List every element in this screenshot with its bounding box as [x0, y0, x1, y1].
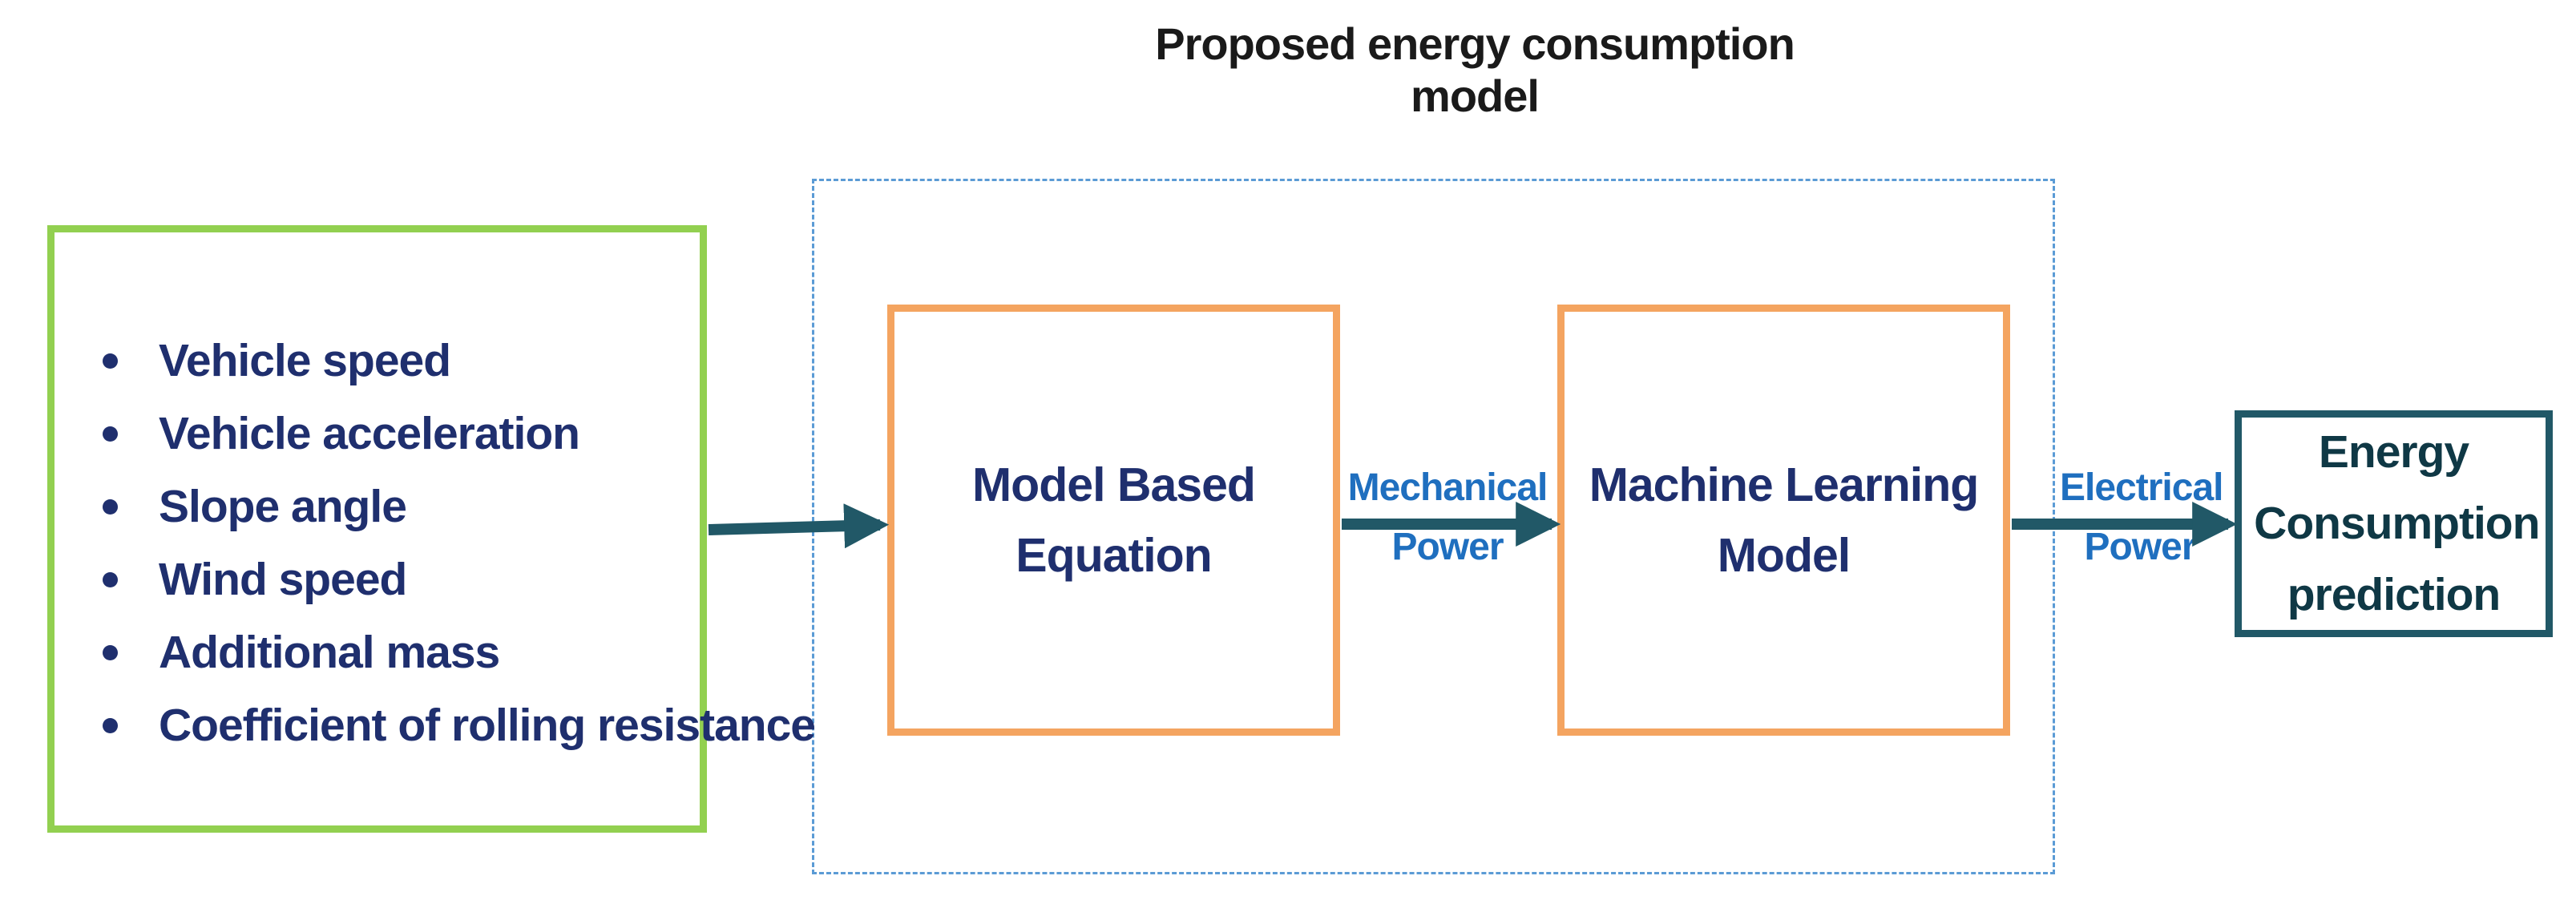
input-item-vehicle-speed: Vehicle speed: [103, 325, 815, 398]
arrow-inputs-to-model: [708, 503, 890, 549]
machine-learning-model-label: Machine Learning Model: [1589, 458, 1980, 582]
input-item-slope-angle: Slope angle: [103, 470, 815, 543]
input-item-label: Vehicle acceleration: [159, 408, 580, 459]
input-item-label: Slope angle: [159, 481, 407, 532]
model-based-equation-label: Model Based Equation: [972, 458, 1256, 582]
bullet-icon: [103, 645, 118, 660]
input-item-vehicle-acceleration: Vehicle acceleration: [103, 398, 815, 470]
bullet-icon: [103, 499, 118, 515]
bullet-icon: [103, 426, 118, 442]
mechanical-power-label: Mechanical Power: [1347, 466, 1548, 568]
model-based-equation-block: Model Based Equation: [887, 305, 1340, 736]
input-item-label: Coefficient of rolling resistance: [159, 700, 816, 751]
energy-consumption-prediction-label: Energy Consumption prediction: [2254, 426, 2540, 620]
energy-consumption-prediction-block: Energy Consumption prediction: [2235, 410, 2553, 637]
input-item-label: Vehicle speed: [159, 335, 451, 386]
bullet-icon: [103, 353, 118, 369]
input-parameter-list: Vehicle speed Vehicle acceleration Slope…: [103, 325, 816, 762]
input-parameters-box: Vehicle speed Vehicle acceleration Slope…: [47, 225, 816, 833]
input-item-label: Additional mass: [159, 627, 500, 678]
electrical-power-label: Electrical Power: [2060, 466, 2223, 568]
input-item-rolling-resistance: Coefficient of rolling resistance: [103, 689, 816, 762]
machine-learning-model-block: Machine Learning Model: [1557, 305, 2010, 736]
bullet-icon: [103, 718, 118, 733]
bullet-icon: [103, 572, 118, 587]
input-item-additional-mass: Additional mass: [103, 616, 815, 689]
diagram-title: Proposed energy consumption model: [1155, 18, 1795, 121]
input-item-wind-speed: Wind speed: [103, 543, 815, 616]
input-item-label: Wind speed: [159, 554, 407, 605]
